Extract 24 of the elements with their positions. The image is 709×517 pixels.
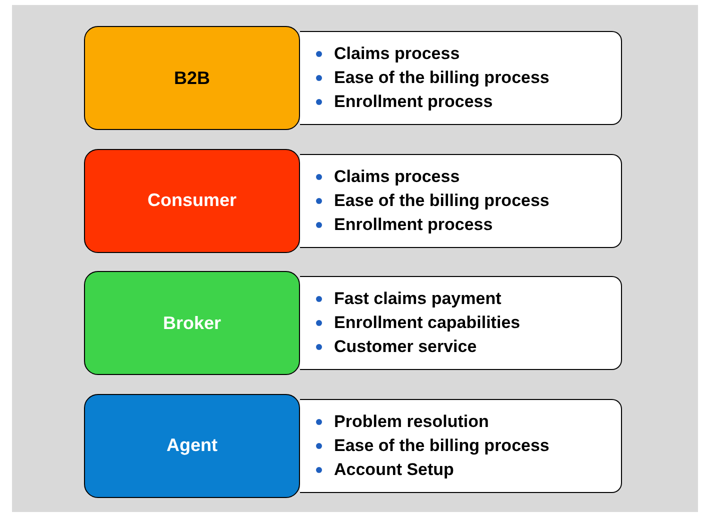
bullet-item: Claims process xyxy=(316,166,621,188)
bullet-list-box xyxy=(300,398,622,492)
bullet-item: Enrollment process xyxy=(316,91,621,113)
bullet-item: Fast claims payment xyxy=(316,288,621,310)
category-title: Consumer xyxy=(147,189,236,212)
bullet-item: Enrollment process xyxy=(316,214,621,236)
category-box xyxy=(84,394,300,498)
bullet-item: Claims process xyxy=(316,43,621,65)
bullet-item: Problem resolution xyxy=(316,410,621,432)
bullet-item: Ease of the billing process xyxy=(316,434,621,456)
category-title: Broker xyxy=(162,312,222,334)
bullet-list-box xyxy=(300,154,622,248)
bullet-list-box xyxy=(300,276,622,370)
bullet-list-box xyxy=(300,31,622,125)
category-box xyxy=(84,148,300,252)
category-box xyxy=(84,271,300,375)
category-title: Agent xyxy=(166,434,218,457)
bullet-item: Customer service xyxy=(316,336,621,358)
category-title: B2B xyxy=(174,66,210,90)
category-box xyxy=(84,26,300,130)
bullet-item: Account Setup xyxy=(316,458,621,480)
bullet-item: Ease of the billing process xyxy=(316,190,621,212)
bullet-item: Enrollment capabilities xyxy=(316,312,621,334)
bullet-item: Ease of the billing process xyxy=(316,67,621,89)
